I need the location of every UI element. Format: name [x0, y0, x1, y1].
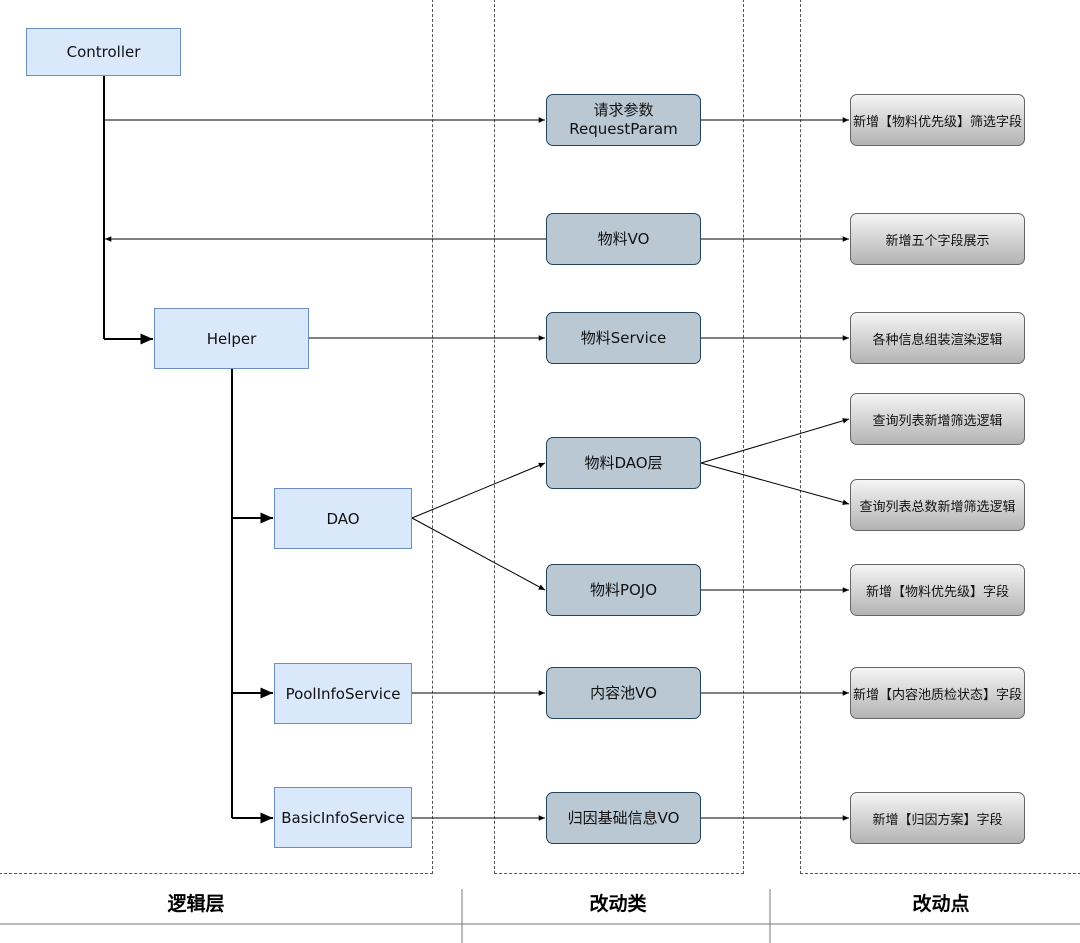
- change-points-lane: [800, 0, 1080, 874]
- node-attribution-basic-info-vo: 归因基础信息VO: [546, 792, 701, 844]
- node-pool-info-service: PoolInfoService: [274, 663, 412, 724]
- node-helper: Helper: [154, 308, 309, 369]
- edge-dao-pojo: [411, 517, 546, 591]
- node-controller: Controller: [26, 28, 181, 76]
- node-basic-info-service: BasicInfoService: [274, 787, 412, 848]
- edge-daolayer-query: [700, 418, 850, 464]
- node-attribution-plan-field: 新增【归因方案】字段: [850, 792, 1025, 844]
- node-render-logic: 各种信息组装渲染逻辑: [850, 312, 1025, 364]
- node-material-service: 物料Service: [546, 312, 701, 364]
- node-query-list-filter: 查询列表新增筛选逻辑: [850, 393, 1025, 445]
- node-material-pojo: 物料POJO: [546, 564, 701, 616]
- column-label-change-points: 改动点: [912, 893, 970, 915]
- node-query-count-filter: 查询列表总数新增筛选逻辑: [850, 479, 1025, 531]
- edge-daolayer-count: [700, 462, 850, 506]
- node-material-dao: 物料DAO层: [546, 437, 701, 489]
- node-quality-status-field: 新增【内容池质检状态】字段: [850, 667, 1025, 719]
- column-label-changed-classes: 改动类: [589, 893, 647, 915]
- node-dao: DAO: [274, 488, 412, 549]
- node-request-param: 请求参数 RequestParam: [546, 94, 701, 146]
- column-label-logic-layer: 逻辑层: [167, 893, 225, 915]
- node-material-vo: 物料VO: [546, 213, 701, 265]
- node-priority-field: 新增【物料优先级】字段: [850, 564, 1025, 616]
- node-five-fields-display: 新增五个字段展示: [850, 213, 1025, 265]
- node-priority-filter-field: 新增【物料优先级】筛选字段: [850, 94, 1025, 146]
- logic-layer-lane: [0, 0, 433, 874]
- changed-classes-lane: [494, 0, 744, 874]
- node-content-pool-vo: 内容池VO: [546, 667, 701, 719]
- edge-dao-daolayer: [411, 462, 546, 519]
